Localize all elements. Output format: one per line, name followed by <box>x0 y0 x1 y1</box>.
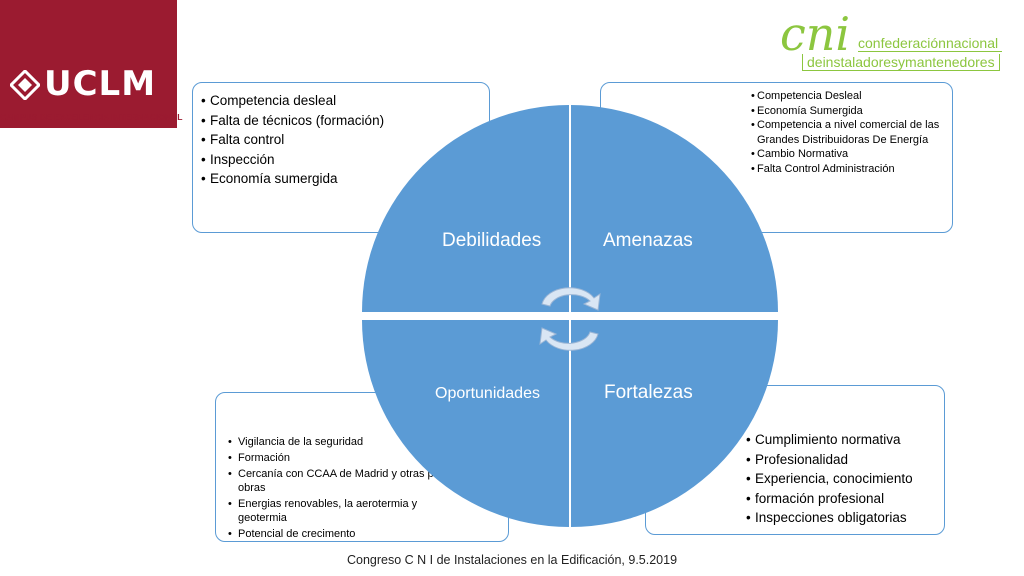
list-item: Competencia desleal <box>201 91 489 111</box>
list-item: Inspección <box>201 150 489 170</box>
quadrant-label-fortalezas: Fortalezas <box>604 382 693 403</box>
cni-name: cni <box>780 7 851 61</box>
list-item: Competencia Desleal <box>751 89 944 104</box>
castle-icon <box>10 70 40 100</box>
fortalezas-list: Cumplimiento normativa Profesionalidad E… <box>646 386 944 528</box>
list-item: Vigilancia de la seguridad <box>228 435 448 449</box>
uclm-subtitle: CAMPUS DE EXCELENCIA INTERNACIONAL <box>0 112 183 122</box>
list-item: Potencial de crecimento <box>228 527 448 541</box>
cni-line2: deinstaladoresymantenedores <box>802 54 1000 71</box>
footer-caption: Congreso C N I de Instalaciones en la Ed… <box>346 553 678 567</box>
list-item: Cercanía con CCAA de Madrid y otras por … <box>228 467 448 495</box>
list-item: Cambio Normativa <box>751 147 944 162</box>
quadrant-label-oportunidades: Oportunidades <box>435 385 540 402</box>
amenazas-list: Competencia Desleal Economía Sumergida C… <box>601 83 952 176</box>
list-item: Falta Control Administración <box>751 162 944 177</box>
list-item: Falta control <box>201 130 489 150</box>
uclm-name: UCLM <box>44 64 157 104</box>
quadrant-label-amenazas: Amenazas <box>603 230 693 251</box>
list-item: Experiencia, conocimiento <box>746 469 944 489</box>
uclm-logo: UCLM <box>0 0 177 128</box>
list-item: Economía sumergida <box>201 169 489 189</box>
list-item: Profesionalidad <box>746 450 944 470</box>
list-item: Competencia a nivel comercial de las Gra… <box>751 118 944 147</box>
oportunidades-list: Vigilancia de la seguridad Formación Cer… <box>216 393 508 541</box>
cycle-arrows-icon <box>539 287 601 351</box>
cni-logo: cni confederaciónnacional deinstaladores… <box>780 8 1016 72</box>
list-item: Falta de técnicos (formación) <box>201 111 489 131</box>
list-item: Inspecciones obligatorias <box>746 508 944 528</box>
cni-line1: confederaciónnacional <box>858 35 1003 52</box>
debilidades-list: Competencia desleal Falta de técnicos (f… <box>193 83 489 189</box>
list-item: Cumplimiento normativa <box>746 430 944 450</box>
list-item: Formación <box>228 451 448 465</box>
list-item: formación profesional <box>746 489 944 509</box>
quadrant-label-debilidades: Debilidades <box>442 230 542 251</box>
list-item: Energias renovables, la aerotermia y geo… <box>228 497 448 525</box>
list-item: Economía Sumergida <box>751 104 944 119</box>
